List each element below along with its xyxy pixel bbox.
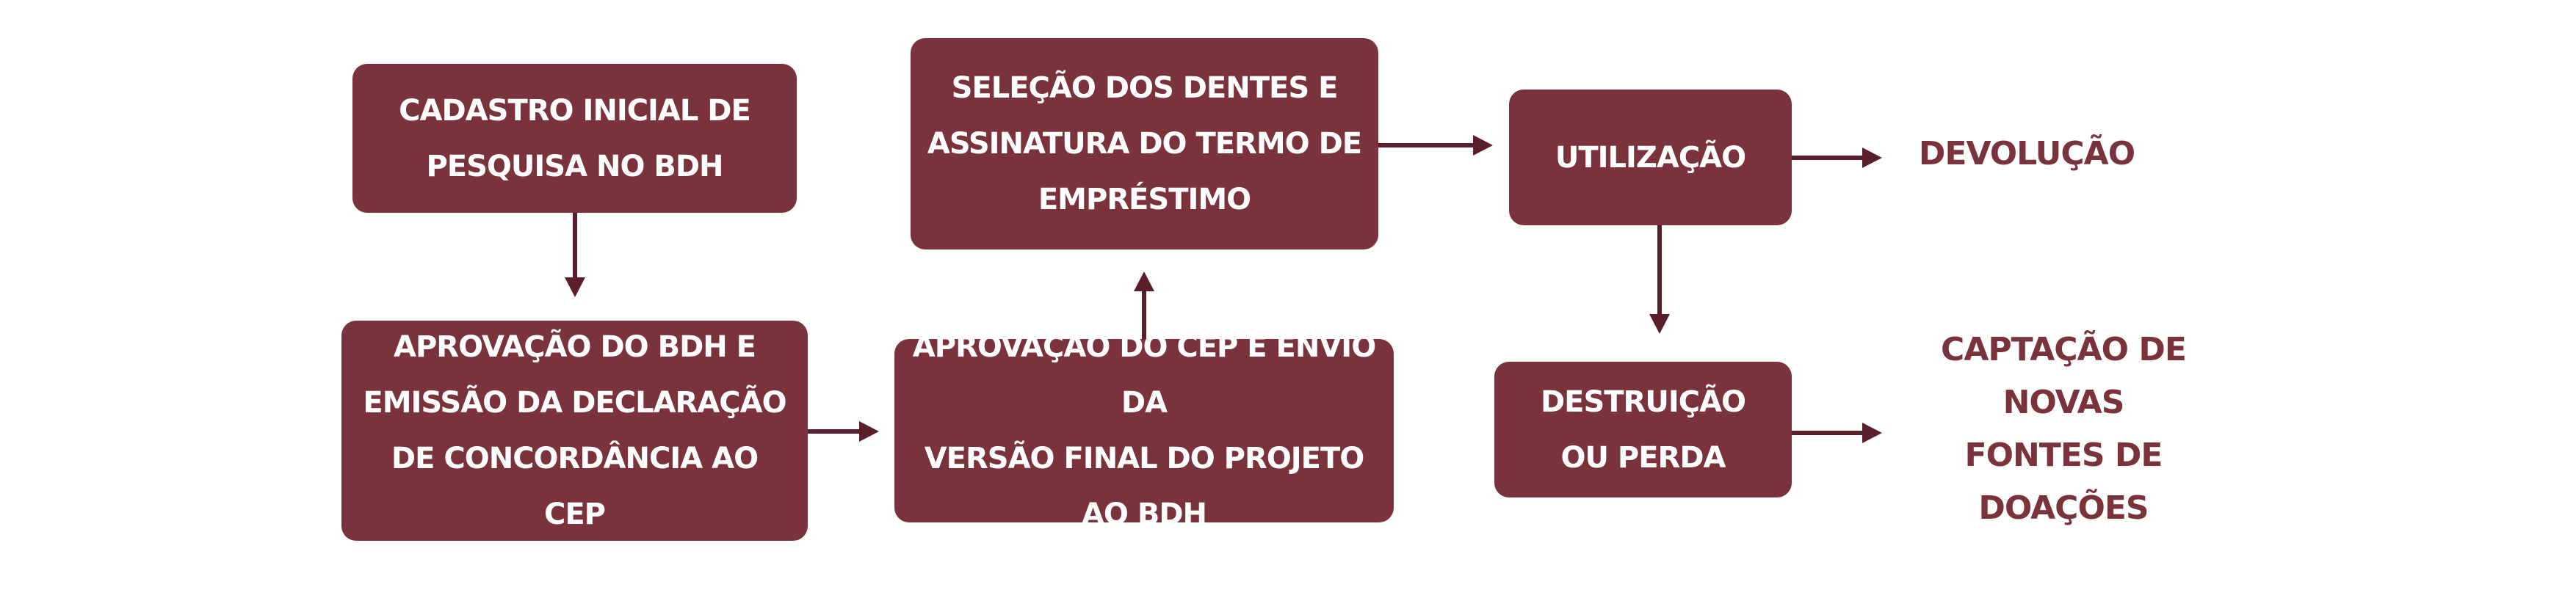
node-cadastro-inicial: CADASTRO INICIAL DE PESQUISA NO BDH: [352, 64, 797, 213]
arrow-selecao-to-utilizacao: [1378, 135, 1493, 156]
arrow-utilizacao-to-devolucao: [1792, 147, 1882, 168]
node-aprovacao-bdh: APROVAÇÃO DO BDH E EMISSÃO DA DECLARAÇÃO…: [341, 321, 808, 541]
arrow-utilizacao-to-destruicao: [1649, 225, 1670, 334]
arrow-destruicao-to-captacao: [1792, 423, 1882, 443]
arrow-cadastro-to-aprovacao-bdh: [565, 213, 585, 297]
arrow-aprovacao-bdh-to-aprovacao-cep: [808, 421, 879, 442]
outcome-devolucao: DEVOLUÇÃO: [1918, 135, 2135, 172]
node-utilizacao: UTILIZAÇÃO: [1509, 90, 1792, 225]
node-destruicao-perda: DESTRUIÇÃO OU PERDA: [1494, 362, 1792, 497]
node-selecao-dentes: SELEÇÃO DOS DENTES E ASSINATURA DO TERMO…: [911, 38, 1378, 249]
arrow-aprovacao-cep-to-selecao: [1134, 271, 1154, 339]
